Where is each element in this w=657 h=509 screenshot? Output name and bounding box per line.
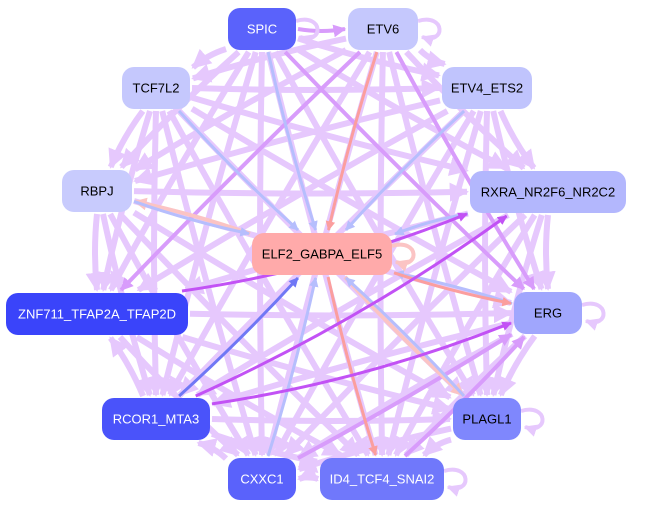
- edge-etv4_ets2-to-rxra_nr2f6_nr2c2: [497, 109, 537, 170]
- self-loop-etv6: [417, 17, 442, 47]
- edge-tcf7l2-to-id4_tcf4_snai2: [166, 109, 371, 457]
- node-elf2-gabpa-elf5[interactable]: ELF2_GABPA_ELF5: [252, 233, 392, 275]
- edge-tcf7l2-to-elf2_gabpa_elf5: [177, 109, 300, 232]
- node-rbpj[interactable]: RBPJ: [62, 170, 132, 212]
- node-box[interactable]: [514, 292, 582, 334]
- edge-etv4_ets2-to-elf2_gabpa_elf5: [344, 109, 466, 232]
- node-rcor1-mta3[interactable]: RCOR1_MTA3: [102, 398, 210, 440]
- edge-etv4_ets2-to-rbpj: [133, 97, 441, 186]
- node-box[interactable]: [453, 398, 521, 440]
- node-box[interactable]: [252, 233, 392, 275]
- edge-rcor1_mta3-to-rxra_nr2f6_nr2c2: [195, 214, 508, 398]
- edge-rcor1_mta3-to-erg: [211, 321, 512, 406]
- edge-etv6-to-etv4_ets2: [417, 47, 447, 70]
- node-tcf7l2[interactable]: TCF7L2: [122, 67, 190, 109]
- edge-elf2_gabpa_elf5-to-id4_tcf4_snai2: [326, 276, 378, 456]
- edge-rbpj-to-znf711_tfap2a_tfap2d: [85, 213, 105, 292]
- node-label: ETV6: [367, 21, 400, 36]
- node-label: ERG: [534, 305, 562, 320]
- edge-rcor1_mta3-to-elf2_gabpa_elf5: [178, 276, 300, 398]
- self-loop-erg: [581, 301, 606, 331]
- node-label: ZNF711_TFAP2A_TFAP2D: [18, 306, 176, 321]
- self-loops-layer: [295, 17, 606, 497]
- node-box[interactable]: [228, 8, 296, 50]
- node-label: ELF2_GABPA_ELF5: [262, 246, 382, 261]
- edge-plagl1-to-id4_tcf4_snai2: [421, 436, 452, 458]
- edge-erg-to-rcor1_mta3: [211, 319, 513, 408]
- node-etv6[interactable]: ETV6: [348, 8, 418, 50]
- node-spic[interactable]: SPIC: [228, 8, 296, 50]
- node-erg[interactable]: ERG: [514, 292, 582, 334]
- self-loop-plagl1: [520, 407, 545, 437]
- edge-etv4_ets2-to-znf711_tfap2a_tfap2d: [136, 108, 449, 293]
- node-label: CXXC1: [240, 471, 283, 486]
- node-box[interactable]: [102, 398, 210, 440]
- edge-cxxc1-to-elf2_gabpa_elf5: [266, 277, 319, 457]
- node-label: TCF7L2: [133, 80, 180, 95]
- node-label: RXRA_NR2F6_NR2C2: [481, 184, 615, 199]
- edge-elf2_gabpa_elf5-to-plagl1: [343, 275, 465, 397]
- node-znf711-tfap2a-tfap2d[interactable]: ZNF711_TFAP2A_TFAP2D: [6, 293, 188, 335]
- edge-spic-to-erg: [283, 50, 526, 291]
- node-box[interactable]: [6, 293, 188, 335]
- self-loop-spic: [295, 17, 320, 47]
- node-etv4-ets2[interactable]: ETV4_ETS2: [442, 67, 532, 109]
- edge-plagl1-to-elf2_gabpa_elf5: [344, 276, 466, 398]
- edge-rxra_nr2f6_nr2c2-to-rcor1_mta3: [195, 212, 510, 398]
- edge-etv6-to-rbpj: [133, 47, 348, 173]
- edge-rxra_nr2f6_nr2c2-to-erg: [536, 214, 556, 291]
- edge-etv4_ets2-to-cxxc1: [273, 109, 477, 457]
- edge-etv6-to-znf711_tfap2a_tfap2d: [119, 50, 362, 292]
- node-box[interactable]: [320, 458, 444, 500]
- edge-etv6-to-elf2_gabpa_elf5: [325, 51, 379, 231]
- node-cxxc1[interactable]: CXXC1: [228, 458, 296, 500]
- edge-etv6-to-rcor1_mta3: [167, 50, 373, 397]
- edge-tcf7l2-to-rbpj: [107, 109, 146, 169]
- node-label: ETV4_ETS2: [451, 80, 523, 95]
- edge-rcor1_mta3-to-plagl1: [211, 409, 452, 430]
- self-loop-id4_tcf4_snai2: [443, 467, 468, 497]
- node-id4-tcf4-snai2[interactable]: ID4_TCF4_SNAI2: [320, 458, 444, 500]
- node-box[interactable]: [470, 171, 626, 213]
- edge-spic-to-etv6: [297, 24, 347, 38]
- edge-cxxc1-to-rcor1_mta3: [196, 438, 229, 461]
- edge-elf2_gabpa_elf5-to-rbpj: [133, 197, 251, 236]
- node-box[interactable]: [122, 67, 190, 109]
- node-box[interactable]: [62, 170, 132, 212]
- edge-znf711_tfap2a_tfap2d-to-cxxc1: [117, 334, 241, 458]
- edge-tcf7l2-to-rxra_nr2f6_nr2c2: [191, 94, 469, 176]
- node-rxra-nr2f6-nr2c2[interactable]: RXRA_NR2F6_NR2C2: [470, 171, 626, 213]
- edge-id4_tcf4_snai2-to-erg: [403, 335, 526, 458]
- edge-rbpj-to-elf2_gabpa_elf5: [133, 199, 250, 237]
- node-box[interactable]: [442, 67, 532, 109]
- node-box[interactable]: [228, 458, 296, 500]
- edge-cxxc1-to-erg: [297, 332, 513, 460]
- node-label: RCOR1_MTA3: [113, 411, 199, 426]
- edge-elf2_gabpa_elf5-to-erg: [393, 271, 512, 307]
- edge-rbpj-to-cxxc1: [107, 212, 251, 457]
- node-label: ID4_TCF4_SNAI2: [330, 471, 435, 486]
- node-label: RBPJ: [80, 183, 113, 198]
- edge-id4_tcf4_snai2-to-cxxc1: [297, 463, 320, 482]
- edge-spic-to-elf2_gabpa_elf5: [266, 51, 318, 231]
- edge-spic-to-plagl1: [272, 50, 476, 397]
- node-box[interactable]: [348, 8, 418, 50]
- edge-rbpj-to-plagl1: [132, 210, 452, 401]
- node-plagl1[interactable]: PLAGL1: [453, 398, 521, 440]
- self-loop-elf2_gabpa_elf5: [391, 242, 416, 272]
- node-label: SPIC: [247, 21, 277, 36]
- edge-etv6-to-erg: [394, 51, 536, 291]
- node-label: PLAGL1: [462, 411, 511, 426]
